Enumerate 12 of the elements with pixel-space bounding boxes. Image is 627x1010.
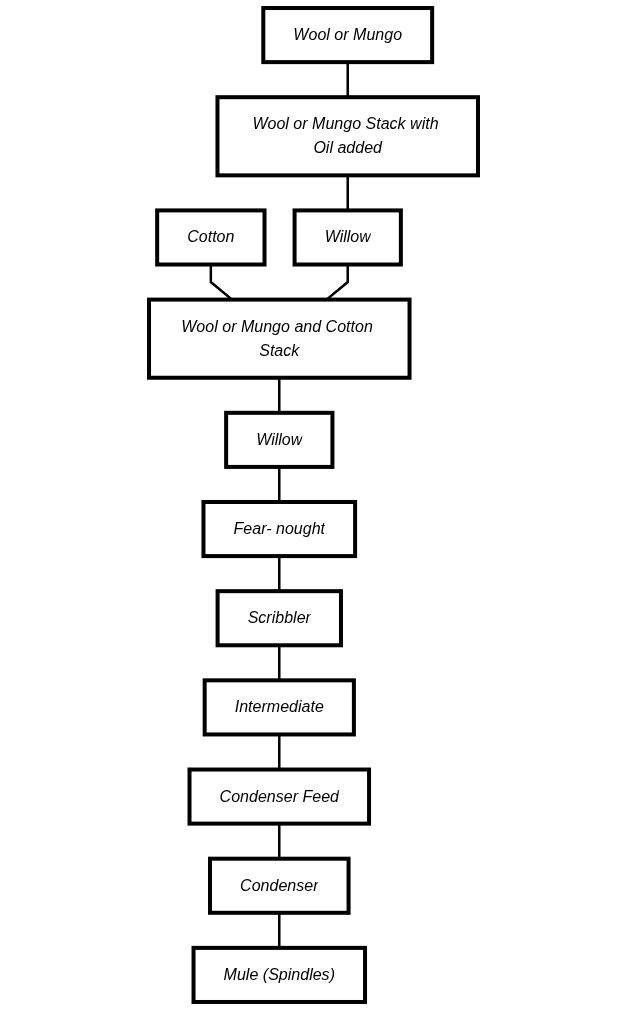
node-box: Condenser xyxy=(208,856,351,915)
node-box: Wool or Mungo xyxy=(261,6,435,65)
node-box: Condenser Feed xyxy=(187,767,372,826)
node-box: Wool or Mungo and Cotton Stack xyxy=(147,297,412,380)
node-box: Mule (Spindles) xyxy=(191,945,368,1004)
node-box: Willow xyxy=(292,208,403,267)
node-box: Cotton xyxy=(155,208,267,267)
node-box: Wool or Mungo Stack with Oil added xyxy=(215,95,480,178)
node-box: Intermediate xyxy=(202,678,356,737)
node-box: Willow xyxy=(224,410,335,469)
node-box: Fear- nought xyxy=(201,500,358,559)
node-box: Scribbler xyxy=(215,589,343,648)
